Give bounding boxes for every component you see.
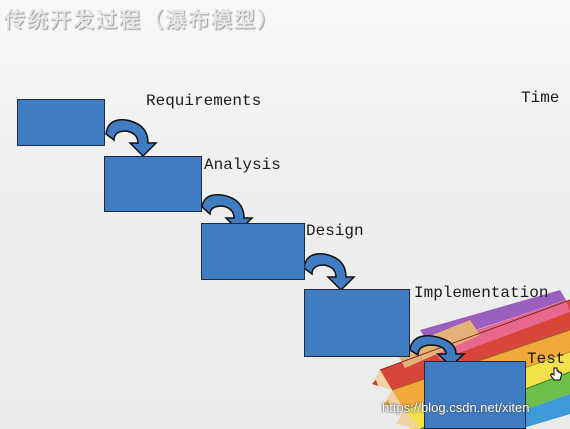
hand-cursor-icon [549,367,563,388]
arrow-requirements-to-analysis [105,119,158,158]
box-implementation [304,289,410,357]
box-test [424,361,526,429]
label-test: Test [527,350,566,368]
label-analysis: Analysis [204,156,281,174]
box-analysis [104,156,202,212]
label-requirements: Requirements [146,92,262,110]
box-requirements [17,99,105,146]
arrow-design-to-implementation [303,253,356,292]
slide-title: 传统开发过程（瀑布模型） [4,8,280,32]
time-label: Time [521,89,560,107]
watermark: https://blog.csdn.net/xiten [382,400,530,415]
label-implementation: Implementation [414,284,549,302]
label-design: Design [306,222,364,240]
box-design [201,223,305,280]
